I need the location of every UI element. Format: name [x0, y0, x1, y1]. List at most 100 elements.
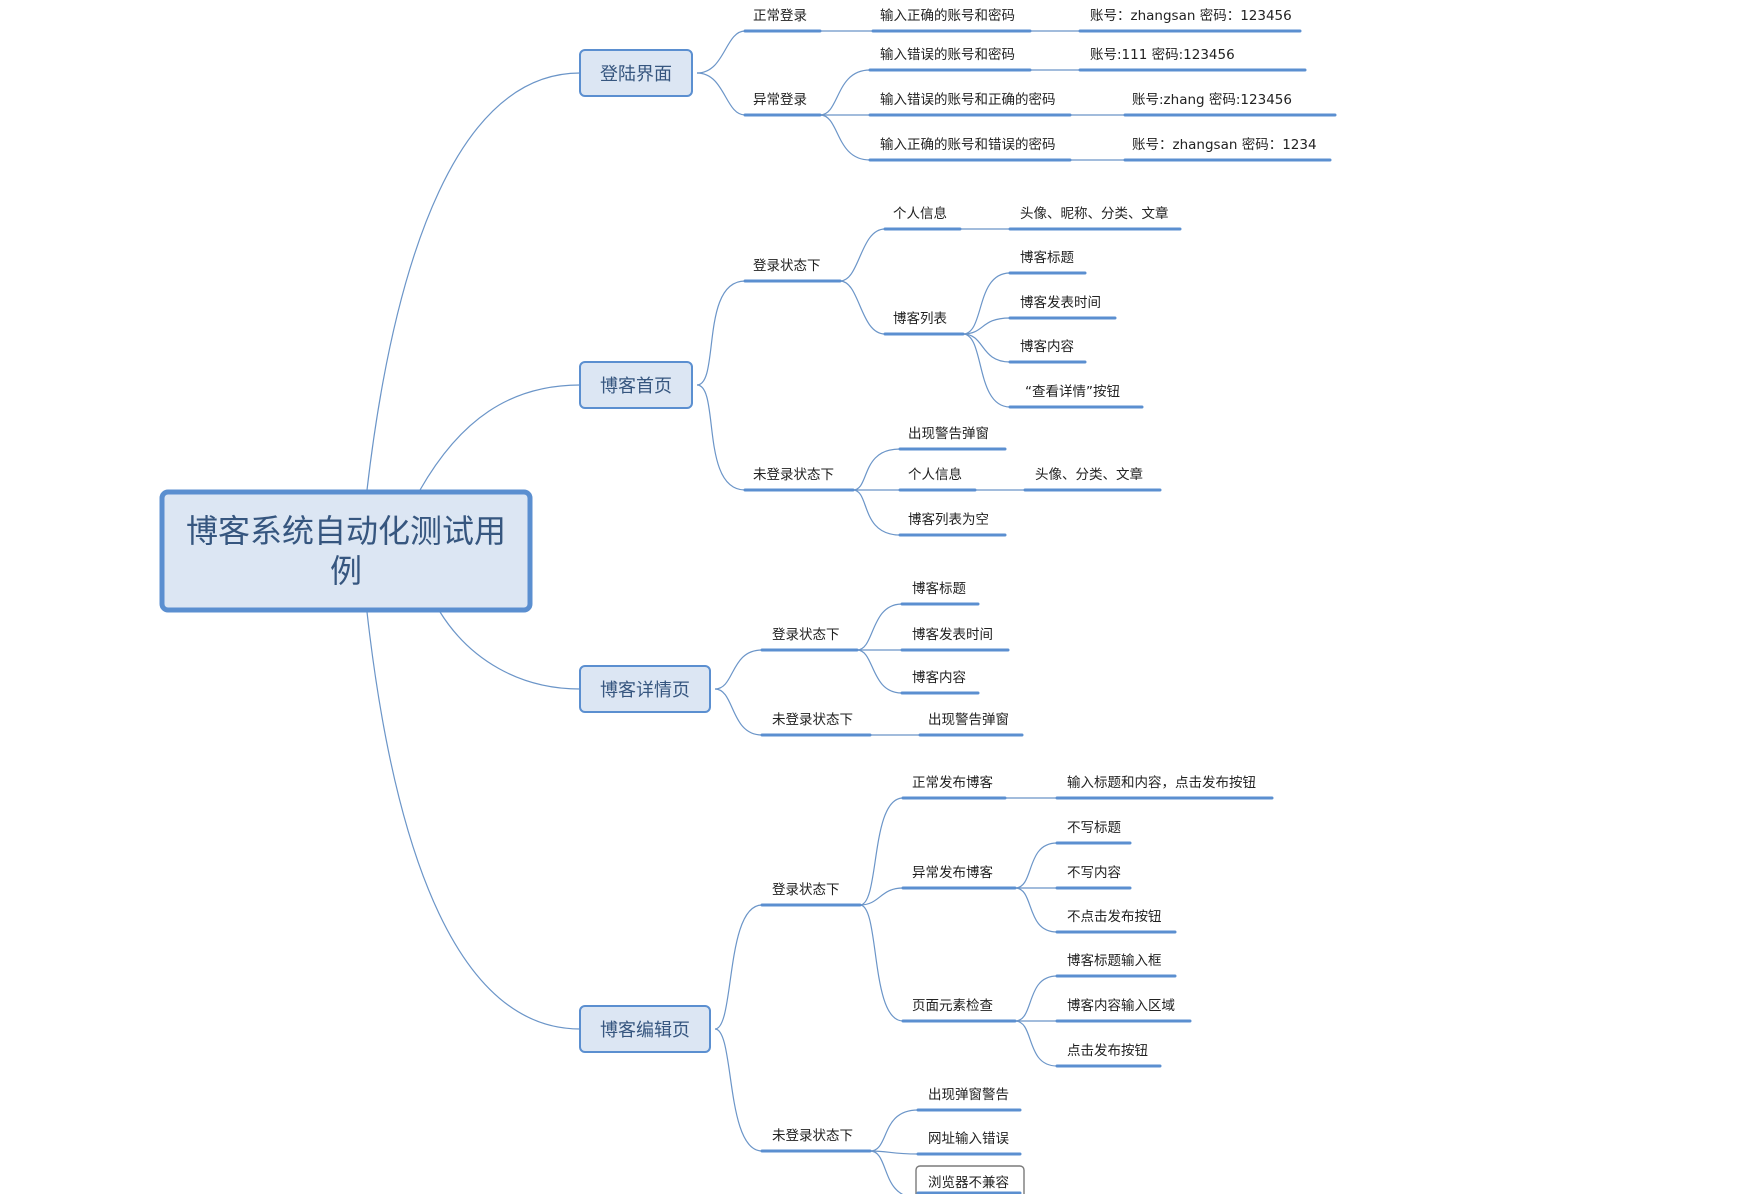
editor-elements-node[interactable]: 页面元素检查 [901, 998, 1017, 1023]
editor-loggedin-node[interactable]: 登录状态下 [760, 882, 862, 907]
conn-login-normal [696, 30, 746, 74]
conn-list-2 [962, 317, 1011, 335]
home-loggedin-node[interactable]: 登录状态下 [743, 258, 842, 283]
conn-el-item-1 [1014, 975, 1058, 1022]
branch-home-label: 博客首页 [600, 376, 672, 397]
home-profile-detail-node[interactable]: 头像、昵称、分类、文章 [1008, 205, 1182, 231]
branch-home-box [579, 361, 693, 409]
editor-abn-item-2[interactable]: 不写内容 [1055, 864, 1132, 890]
home-lo-profile-detail-node[interactable]: 头像、分类、文章 [1023, 466, 1162, 492]
conn-home-loggedout [696, 384, 746, 491]
conn-ho-empty [852, 489, 901, 536]
abn-case-3-data-node[interactable]: 账号：zhangsan 密码：1234 [1123, 136, 1332, 162]
editor-lo-item-3[interactable]: 浏览器不兼容 [915, 1165, 1025, 1194]
home-profile-node[interactable]: 个人信息 [883, 205, 962, 231]
home-list-node[interactable]: 博客列表 [883, 310, 965, 336]
editor-abn-item-1-label: 不写标题 [1067, 820, 1121, 836]
editor-abn-item-3-label: 不点击发布按钮 [1067, 909, 1162, 925]
editor-lo-item-2[interactable]: 网址输入错误 [916, 1131, 1022, 1156]
editor-lo-item-2-label: 网址输入错误 [928, 1131, 1009, 1147]
editor-el-item-3[interactable]: 点击发布按钮 [1055, 1043, 1162, 1068]
branch-editor[interactable]: 博客编辑页 [579, 1005, 711, 1053]
conn-editor-loggedin [714, 904, 763, 1030]
editor-elements-label: 页面元素检查 [912, 998, 993, 1014]
detail-item-3[interactable]: 博客内容 [900, 669, 980, 695]
root-box [159, 489, 533, 613]
branch-login-label: 登陆界面 [600, 64, 672, 85]
conn-home-list [839, 280, 886, 335]
conn-abn-3 [819, 114, 871, 161]
branch-login-box [579, 49, 693, 97]
editor-normal-detail-node[interactable]: 输入标题和内容，点击发布按钮 [1055, 774, 1274, 800]
home-lo-profile-node[interactable]: 个人信息 [898, 466, 977, 492]
conn-root-detail [439, 611, 581, 690]
conn-login-abnormal [696, 72, 746, 116]
home-list-item-4[interactable]: “查看详情”按钮 [1008, 384, 1144, 409]
editor-subtree: 登录状态下 正常发布博客 输入标题和内容，点击发布按钮 异常发布博客 不写标题 … [760, 774, 1274, 1194]
abn-case-2-data: 账号:zhang 密码:123456 [1132, 91, 1292, 108]
home-lo-empty-node[interactable]: 博客列表为空 [898, 511, 1007, 537]
home-loggedout-label: 未登录状态下 [753, 467, 834, 483]
conn-ed-abnormal [859, 887, 904, 906]
home-lo-profile-detail: 头像、分类、文章 [1035, 466, 1143, 483]
home-subtree: 登录状态下 个人信息 头像、昵称、分类、文章 博客列表 博客标题 博客发表时间 … [743, 205, 1182, 537]
login-abnormal-label: 异常登录 [753, 92, 807, 108]
branch-detail[interactable]: 博客详情页 [579, 665, 711, 713]
editor-el-item-2-label: 博客内容输入区域 [1067, 997, 1175, 1014]
conn-detail-loggedout [714, 688, 763, 736]
conn-abn-item-1 [1014, 842, 1058, 889]
login-abnormal-node[interactable]: 异常登录 [743, 92, 822, 117]
editor-lo-item-1[interactable]: 出现弹窗警告 [916, 1086, 1022, 1112]
editor-el-item-1-label: 博客标题输入框 [1067, 952, 1162, 969]
login-normal-data-node[interactable]: 账号：zhangsan 密码：123456 [1078, 7, 1302, 33]
editor-abnormal-node[interactable]: 异常发布博客 [901, 864, 1017, 890]
branch-login[interactable]: 登陆界面 [579, 49, 693, 97]
detail-loggedout-node[interactable]: 未登录状态下 [760, 712, 872, 737]
branch-home[interactable]: 博客首页 [579, 361, 693, 409]
home-list-item-1[interactable]: 博客标题 [1008, 249, 1087, 275]
detail-loggedin-node[interactable]: 登录状态下 [760, 627, 859, 652]
detail-item-2[interactable]: 博客发表时间 [900, 626, 1010, 652]
home-list-item-3-label: 博客内容 [1020, 338, 1074, 355]
conn-list-1 [962, 272, 1011, 335]
abn-case-1-data-node[interactable]: 账号:111 密码:123456 [1078, 46, 1307, 72]
conn-home-profile [839, 228, 886, 282]
login-normal-data: 账号：zhangsan 密码：123456 [1090, 7, 1292, 24]
editor-loggedout-node[interactable]: 未登录状态下 [760, 1128, 872, 1153]
conn-root-home [419, 384, 581, 491]
editor-el-item-1[interactable]: 博客标题输入框 [1055, 952, 1177, 978]
editor-abn-item-1[interactable]: 不写标题 [1055, 820, 1132, 845]
home-lo-warning: 出现警告弹窗 [908, 425, 989, 442]
editor-abn-item-3[interactable]: 不点击发布按钮 [1055, 909, 1177, 934]
detail-item-1[interactable]: 博客标题 [900, 580, 980, 606]
editor-normal-node[interactable]: 正常发布博客 [901, 774, 1007, 800]
abn-case-3-node[interactable]: 输入正确的账号和错误的密码 [868, 136, 1072, 162]
root-title-line2: 例 [330, 552, 362, 590]
editor-el-item-2[interactable]: 博客内容输入区域 [1055, 997, 1192, 1023]
detail-lo-warning-node[interactable]: 出现警告弹窗 [918, 711, 1024, 737]
branch-editor-box [579, 1005, 711, 1053]
editor-loggedout-label: 未登录状态下 [772, 1128, 853, 1144]
conn-editor-loggedout [714, 1028, 763, 1152]
home-list-label: 博客列表 [893, 310, 947, 327]
abn-case-2-data-node[interactable]: 账号:zhang 密码:123456 [1123, 91, 1337, 117]
home-loggedout-node[interactable]: 未登录状态下 [743, 467, 855, 492]
login-normal-case-node[interactable]: 输入正确的账号和密码 [871, 7, 1032, 33]
conn-el-item-3 [1014, 1020, 1058, 1067]
root-title-line1: 博客系统自动化测试用 [186, 512, 506, 550]
home-list-item-1-label: 博客标题 [1020, 249, 1074, 266]
home-lo-warning-node[interactable]: 出现警告弹窗 [898, 425, 1007, 451]
abn-case-1-data: 账号:111 密码:123456 [1090, 46, 1235, 63]
login-normal-node[interactable]: 正常登录 [743, 8, 822, 33]
conn-detail-item-1 [856, 603, 903, 651]
abn-case-2-node[interactable]: 输入错误的账号和正确的密码 [868, 91, 1072, 117]
home-lo-empty: 博客列表为空 [908, 511, 989, 528]
editor-loggedin-label: 登录状态下 [772, 882, 840, 898]
abn-case-3-data: 账号：zhangsan 密码：1234 [1132, 136, 1317, 153]
home-list-item-2[interactable]: 博客发表时间 [1008, 294, 1117, 320]
conn-abn-1 [819, 69, 871, 116]
login-normal-label: 正常登录 [753, 8, 807, 24]
root-node[interactable]: 博客系统自动化测试用 例 [159, 489, 533, 613]
abn-case-1-node[interactable]: 输入错误的账号和密码 [868, 46, 1032, 72]
home-list-item-3[interactable]: 博客内容 [1008, 338, 1087, 364]
